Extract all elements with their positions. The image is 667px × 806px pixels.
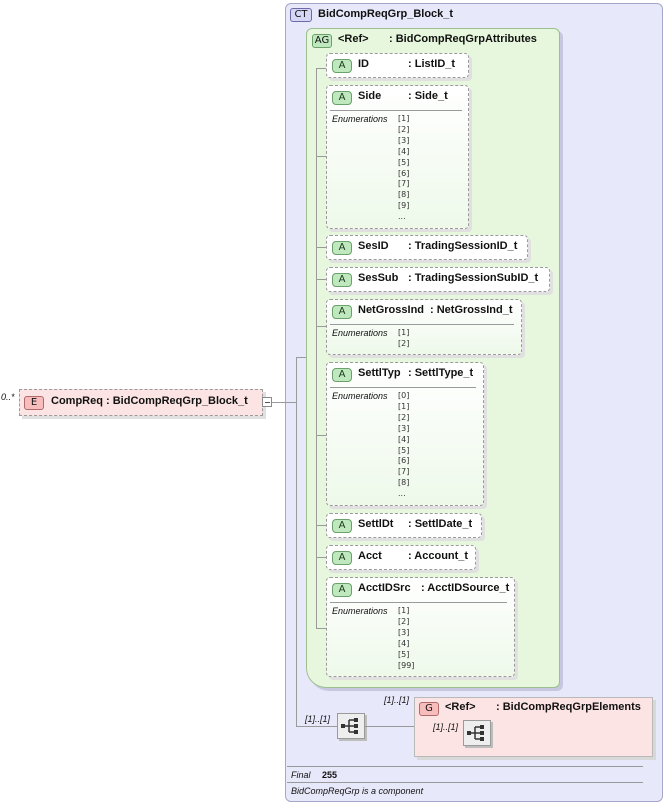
attribute-badge: A (332, 583, 352, 597)
connector (272, 402, 296, 403)
attribute-type: : ListID_t (408, 58, 456, 70)
separator (330, 602, 507, 603)
attribute-name: SesSub (358, 272, 399, 284)
connector (316, 156, 326, 157)
final-label: Final (291, 770, 311, 780)
group-bidcompreqgrpelements[interactable] (414, 697, 653, 757)
connector (365, 726, 415, 727)
element-compreq[interactable] (19, 389, 263, 416)
collapse-toggle-icon[interactable] (262, 397, 272, 407)
ag-name: : BidCompReqGrpAttributes (389, 33, 537, 45)
attribute-type: : SettlType_t (408, 367, 474, 379)
attribute-badge: A (332, 519, 352, 533)
attribute-badge: A (332, 241, 352, 255)
attribute-name: NetGrossInd (358, 304, 425, 316)
attribute-type: : Account_t (408, 550, 469, 562)
ag-badge: AG (312, 34, 332, 48)
connector (316, 68, 326, 69)
complex-type-name: BidCompReqGrp_Block_t (318, 8, 454, 20)
connector (316, 247, 326, 248)
separator (330, 387, 476, 388)
connector (296, 357, 297, 727)
enumerations-label: Enumerations (332, 328, 388, 338)
connector (316, 628, 326, 629)
attribute-badge: A (332, 273, 352, 287)
attribute-type: : TradingSessionSubID_t (408, 272, 539, 284)
component-note: BidCompReqGrp is a component (291, 786, 424, 796)
sequence-icon (341, 718, 358, 734)
group-badge: G (419, 702, 439, 716)
enumeration-values: [1] [2] [3] [4] [5] [99] (398, 606, 415, 670)
connector (316, 279, 326, 280)
attribute-name: Side (358, 90, 382, 102)
attribute-sesid[interactable] (326, 235, 528, 260)
sequence-compositor[interactable] (337, 713, 365, 739)
attribute-badge: A (332, 305, 352, 319)
ct-badge: CT (290, 8, 312, 22)
separator (330, 110, 462, 111)
element-badge: E (24, 396, 44, 410)
sequence-icon (467, 725, 484, 741)
element-label: CompReq : BidCompReqGrp_Block_t (51, 395, 248, 407)
attribute-badge: A (332, 551, 352, 565)
connector (316, 435, 326, 436)
connector (316, 326, 326, 327)
connector (296, 726, 338, 727)
group-occurs: [1]..[1] (384, 695, 410, 705)
enumerations-label: Enumerations (332, 606, 388, 616)
attribute-acctidsrc[interactable] (326, 577, 515, 677)
enumeration-values: [1] [2] (398, 328, 410, 348)
attribute-name: SettlTyp (358, 367, 401, 379)
enumeration-values: [1] [2] [3] [4] [5] [6] [7] [8] [9] ... (398, 114, 410, 222)
attribute-type: : NetGrossInd_t (430, 304, 513, 316)
element-occurs: 0..* (1, 392, 15, 402)
group-inner-occurs: [1]..[1] (433, 722, 459, 732)
attribute-name: SettlDt (358, 518, 394, 530)
attribute-netgrossind[interactable] (326, 299, 522, 355)
footer-separator (287, 766, 643, 767)
enumerations-label: Enumerations (332, 114, 388, 124)
attribute-type: : AcctIDSource_t (421, 582, 510, 594)
group-ref: <Ref> (445, 701, 476, 713)
attribute-name: SesID (358, 240, 389, 252)
connector (316, 557, 326, 558)
connector (296, 357, 306, 358)
footer-separator (287, 782, 643, 783)
attr-connector-vertical (316, 68, 317, 628)
attribute-type: : TradingSessionID_t (408, 240, 518, 252)
sequence-occurs: [1]..[1] (305, 714, 331, 724)
ag-ref: <Ref> (338, 33, 369, 45)
group-sequence-compositor[interactable] (463, 720, 491, 746)
attribute-name: Acct (358, 550, 382, 562)
attribute-type: : SettlDate_t (408, 518, 473, 530)
attribute-settltyp[interactable] (326, 362, 484, 506)
attribute-type: : Side_t (408, 90, 448, 102)
enumeration-values: [0] [1] [2] [3] [4] [5] [6] [7] [8] ... (398, 391, 410, 499)
separator (330, 324, 514, 325)
connector (316, 525, 326, 526)
final-value: 255 (322, 770, 338, 780)
attribute-badge: A (332, 59, 352, 73)
attribute-name: ID (358, 58, 369, 70)
attribute-settldt[interactable] (326, 513, 482, 538)
attribute-badge: A (332, 368, 352, 382)
enumerations-label: Enumerations (332, 391, 388, 401)
attribute-side[interactable] (326, 85, 469, 229)
attribute-name: AcctIDSrc (358, 582, 411, 594)
attribute-sessub[interactable] (326, 267, 550, 292)
attribute-badge: A (332, 91, 352, 105)
group-name: : BidCompReqGrpElements (496, 701, 641, 713)
